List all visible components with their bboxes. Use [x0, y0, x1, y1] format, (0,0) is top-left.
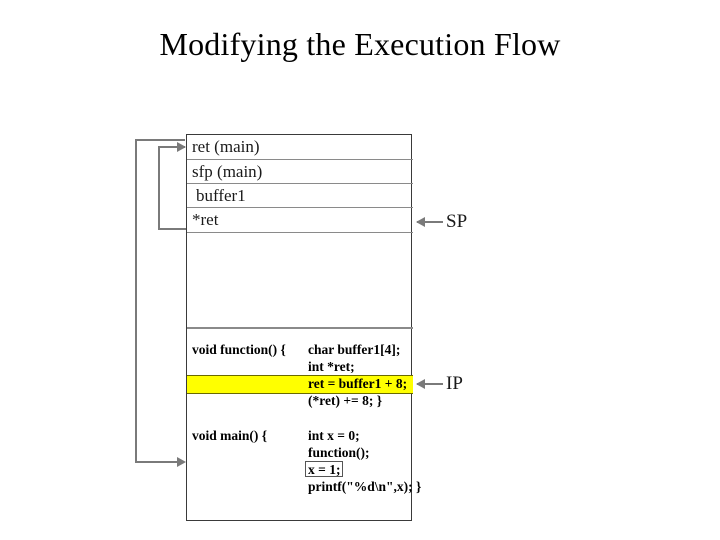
code-line: (*ret) += 8; } [308, 393, 383, 408]
code-header-function: void function() { [192, 342, 286, 357]
code-lines-function: char buffer1[4]; int *ret; ret = buffer1… [308, 341, 407, 409]
stack-cell-sfp-main: sfp (main) [187, 160, 413, 184]
stack-empty-region [187, 233, 413, 329]
source-code-region: void function() { char buffer1[4]; int *… [187, 329, 421, 520]
code-line: function(); [308, 445, 370, 460]
sp-register-label: SP [446, 211, 468, 232]
current-instruction-highlight [187, 375, 413, 394]
code-line: int *ret; [308, 359, 355, 374]
connector-inner-bottom-segment [158, 228, 186, 230]
ip-pointer-arrow-icon [416, 379, 443, 389]
code-line: char buffer1[4]; [308, 342, 401, 357]
connector-inner-arrowhead-icon [177, 142, 186, 152]
code-line-boxed: x = 1; [305, 461, 344, 477]
ip-register-label: IP [446, 373, 463, 394]
code-header-main: void main() { [192, 428, 268, 443]
connector-outer-arrowhead-icon [177, 457, 186, 467]
code-line: int x = 0; [308, 428, 360, 443]
stack-cell-star-ret: *ret [187, 208, 413, 233]
page-title: Modifying the Execution Flow [159, 26, 561, 62]
connector-outer-top-segment [135, 139, 185, 141]
connector-outer-bottom-segment [135, 461, 184, 463]
stack-cell-ret-main: ret (main) [187, 135, 413, 160]
code-lines-main: int x = 0; function(); x = 1; printf("%d… [305, 427, 422, 495]
stack-frame-box: ret (main) sfp (main) buffer1 *ret void … [186, 134, 421, 521]
code-line-highlighted: ret = buffer1 + 8; [308, 376, 408, 391]
connector-inner-top-segment [158, 146, 185, 148]
connector-inner-vertical-segment [158, 146, 160, 230]
stack-cell-buffer1: buffer1 [187, 184, 413, 208]
sp-pointer-arrow-icon [416, 217, 443, 227]
connector-outer-vertical-segment [135, 139, 137, 463]
code-line-boxed-wrapper: x = 1; [305, 461, 344, 477]
code-line: printf("%d\n",x); } [308, 479, 422, 494]
